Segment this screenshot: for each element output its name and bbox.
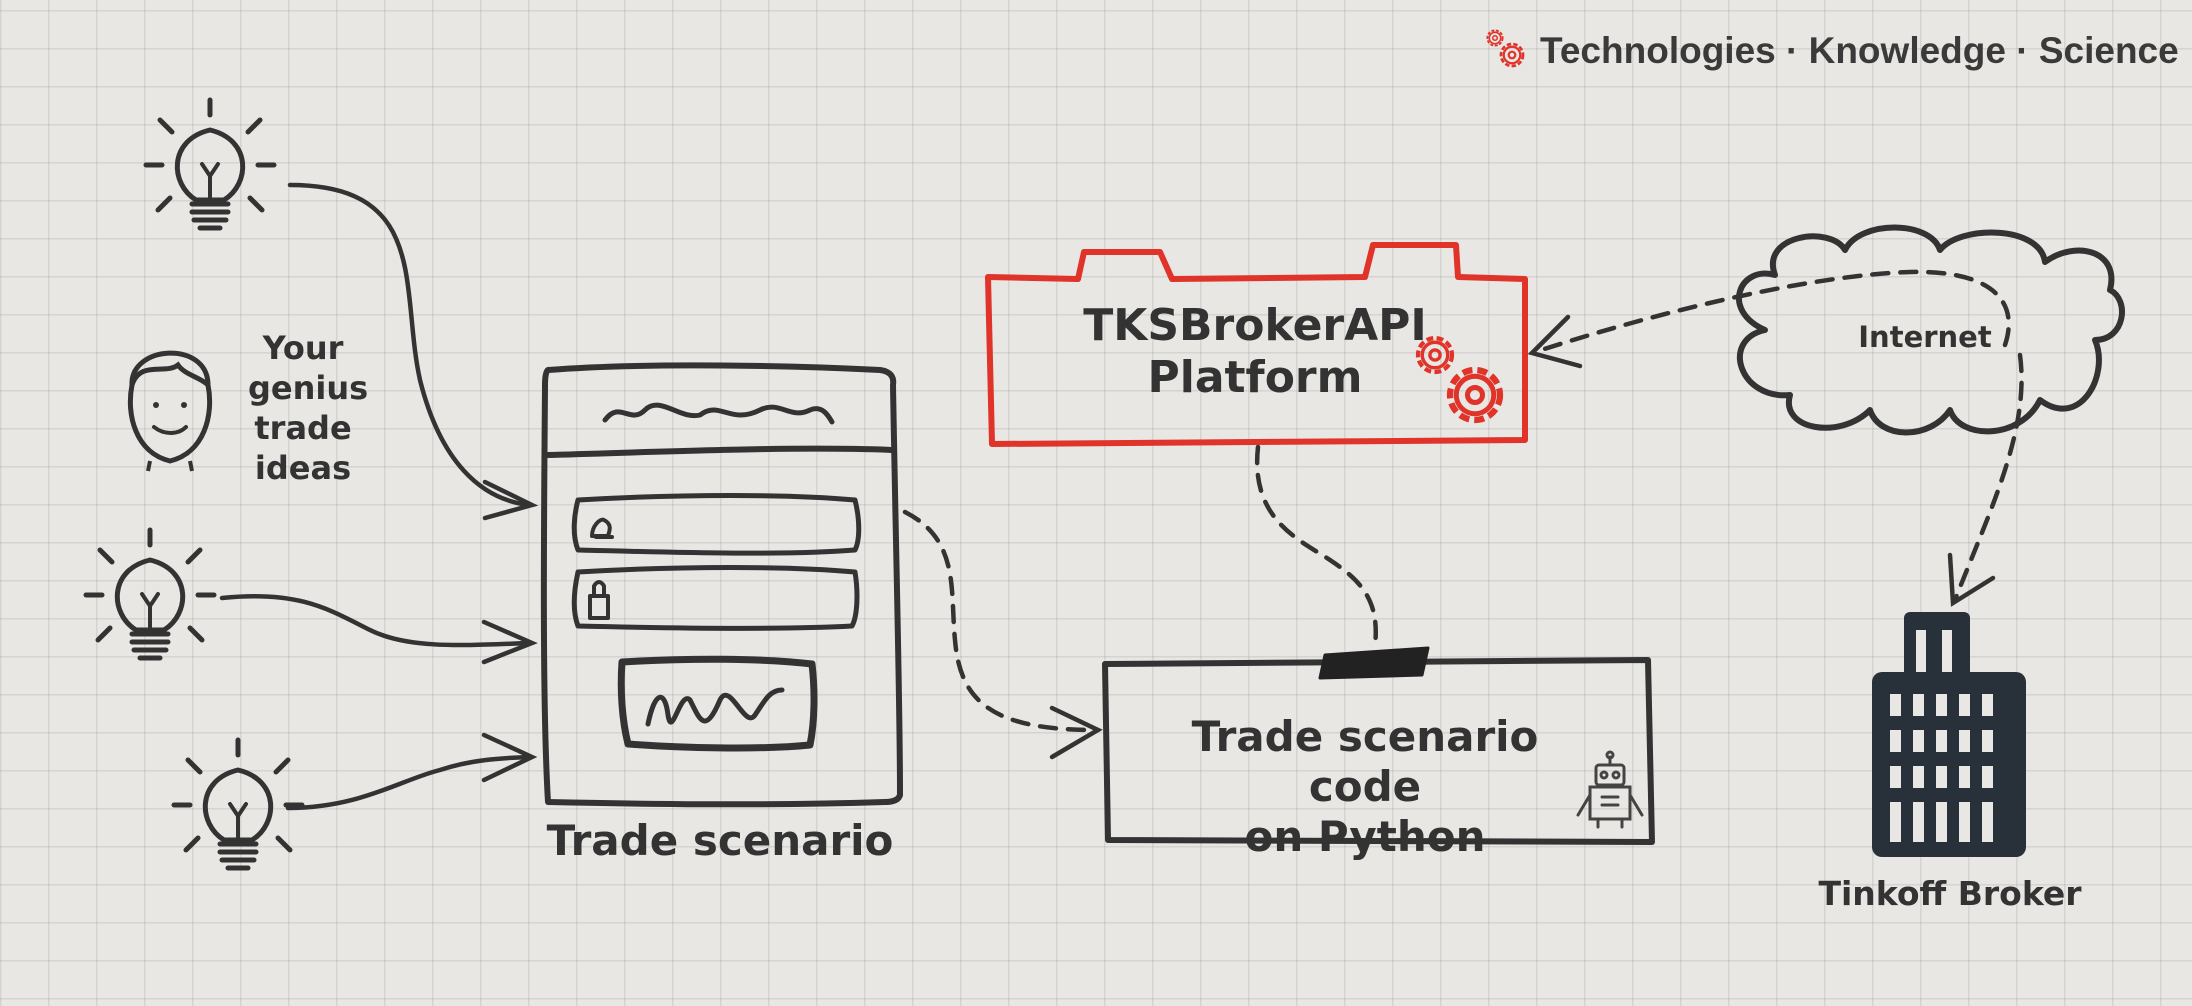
gears-icon [1486,29,1525,68]
platform-label-line: Platform [1147,352,1363,403]
scenario-to-code-arrow [902,509,1103,760]
lightbulb-icon [174,740,302,868]
internet-to-broker-arrow [1947,352,2024,607]
ideas-label-line: genius [248,369,369,407]
robot-icon [1576,750,1644,829]
internet-to-platform-arrow [1527,269,2011,369]
python-code-label-line: on Python [1244,812,1486,861]
broker-label: Tinkoff Broker [1818,874,2082,913]
python-code-label: Trade scenario code on Python [1135,712,1595,862]
cloud-icon [1736,224,2125,436]
ideas-label-line: ideas [254,449,352,487]
building-icon [1872,612,2026,857]
tagline: Technologies · Knowledge · Science [1540,30,2179,71]
platform-label: TKSBrokerAPI Platform [1070,300,1440,404]
form-icon [540,362,903,808]
ideas-label: Your genius trade ideas [248,328,369,488]
lightbulb-icon [86,530,214,658]
lightbulb-icon [146,100,274,228]
platform-label-line: TKSBrokerAPI [1083,300,1427,351]
idea-arrow [285,732,538,811]
python-code-box [1102,646,1655,845]
platform-box [985,242,1528,447]
person-icon [127,350,213,472]
idea-arrow [287,182,539,521]
trade-scenario-label: Trade scenario [546,816,894,865]
python-code-label-line: Trade scenario code [1191,712,1539,811]
ideas-label-line: Your [262,329,344,367]
ideas-label-line: trade [254,409,352,447]
platform-to-code-connector [1254,444,1379,648]
internet-label: Internet [1858,320,1992,354]
idea-arrow [219,593,538,665]
